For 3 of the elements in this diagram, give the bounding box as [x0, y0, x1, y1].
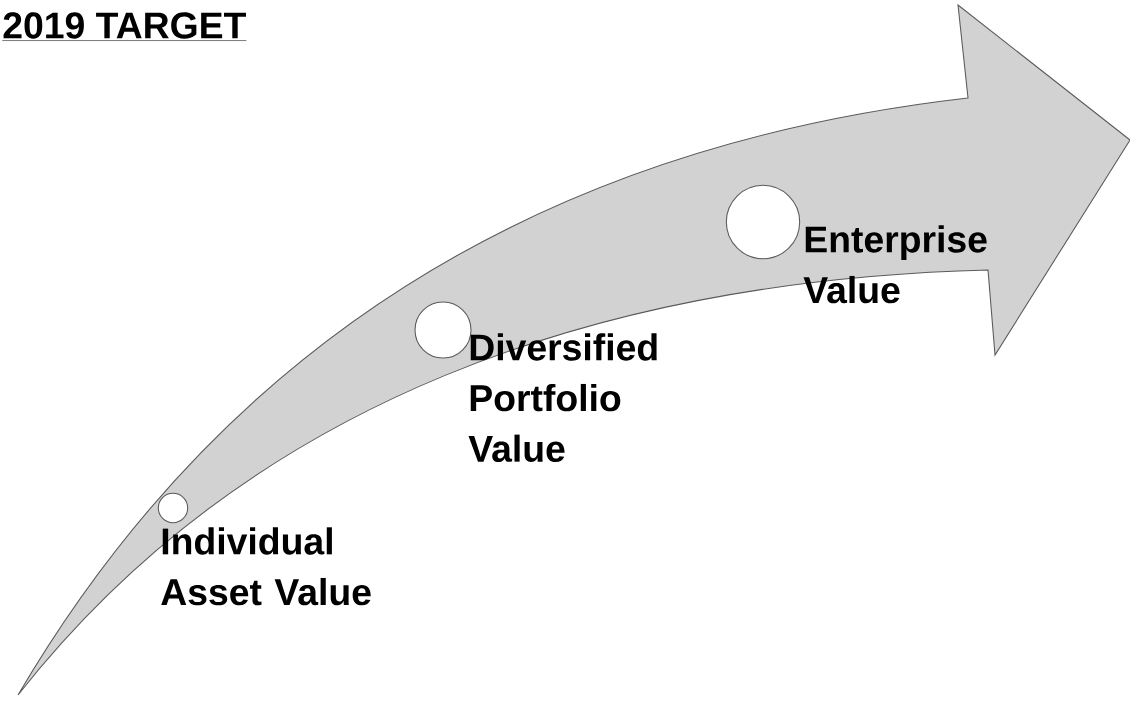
title: 2019 TARGET: [2, 12, 247, 41]
stage-label: Individual Asset Value: [161, 527, 371, 606]
stage-label: Enterprise Value: [803, 225, 987, 304]
